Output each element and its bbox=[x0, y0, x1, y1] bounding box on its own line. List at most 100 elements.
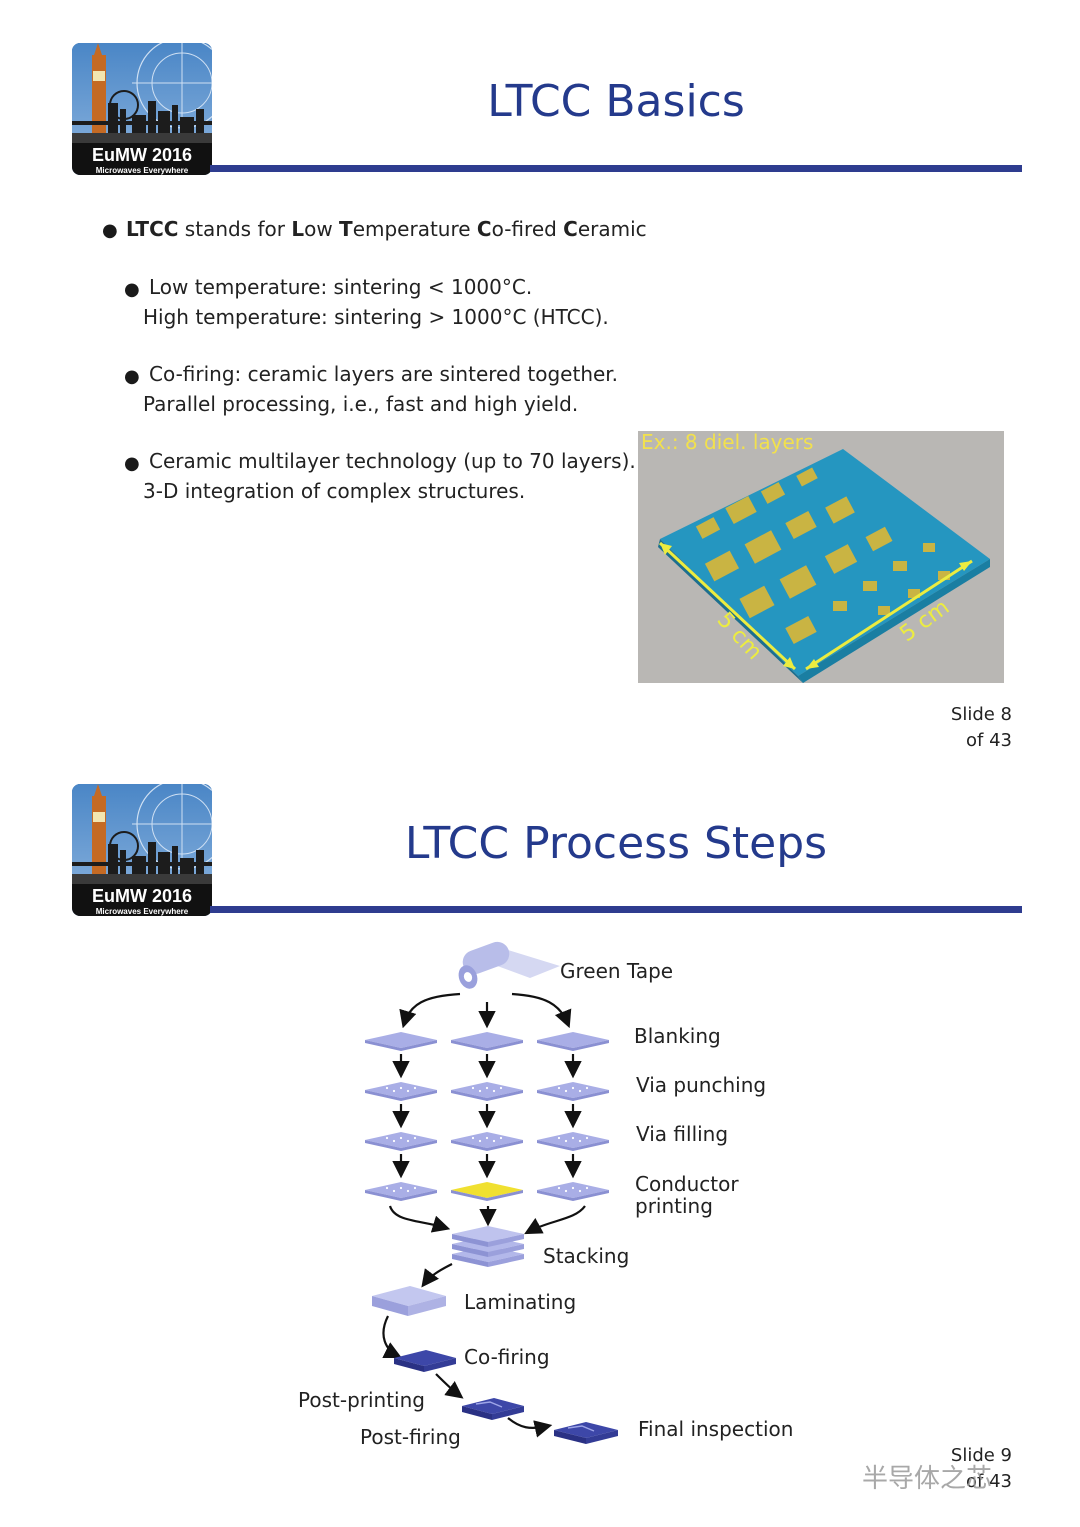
slide-ltcc-basics: EuMW 2016 Microwaves Everywhere LTCC Bas… bbox=[72, 43, 1022, 754]
via-hole bbox=[578, 1139, 582, 1143]
photo-caption: Ex.: 8 diel. layers bbox=[641, 430, 814, 454]
bold-letter: C bbox=[476, 217, 492, 241]
text-part: stands for bbox=[178, 217, 292, 241]
tape-tile bbox=[365, 1032, 437, 1048]
tape-tile bbox=[537, 1032, 609, 1048]
sub-bullet-low-temperature: Low temperature: sintering < 1000°C. Hig… bbox=[143, 272, 609, 332]
via-hole bbox=[492, 1139, 496, 1143]
tape-tile-edge bbox=[537, 1140, 609, 1151]
bullet-line: Parallel processing, i.e., fast and high… bbox=[143, 392, 579, 416]
slide-number-line: Slide 8 bbox=[950, 704, 1012, 725]
via-hole bbox=[557, 1136, 561, 1140]
tape-tile bbox=[451, 1132, 523, 1148]
step-via-filling: Via filling bbox=[636, 1122, 729, 1146]
bullet-dot: ● bbox=[124, 366, 140, 387]
sub-bullet-multilayer: Ceramic multilayer technology (up to 70 … bbox=[143, 446, 636, 506]
via-hole bbox=[406, 1189, 410, 1193]
logo-title: EuMW 2016 bbox=[91, 886, 193, 906]
via-hole bbox=[413, 1186, 417, 1190]
laminated-block-icon bbox=[372, 1286, 446, 1316]
bullet-dot: ● bbox=[124, 453, 140, 474]
via-hole bbox=[413, 1086, 417, 1090]
title-underline bbox=[210, 165, 1022, 172]
tape-tile bbox=[365, 1182, 437, 1198]
green-tape-roll-icon bbox=[458, 941, 560, 989]
tape-tile-edge bbox=[451, 1040, 523, 1051]
printed-tape-tile bbox=[451, 1182, 523, 1198]
eumw-logo: EuMW 2016 Microwaves Everywhere bbox=[72, 43, 212, 175]
via-hole bbox=[385, 1186, 389, 1190]
via-hole bbox=[585, 1186, 589, 1190]
tape-tile-edge bbox=[365, 1040, 437, 1051]
bold-letter: C bbox=[563, 217, 578, 241]
logo-band bbox=[72, 143, 212, 175]
tape-tile-edge bbox=[537, 1040, 609, 1051]
bullet-dot: ● bbox=[124, 279, 140, 300]
watermark-text: 半导体之芯 bbox=[862, 1464, 993, 1494]
step-final-inspection: Final inspection bbox=[638, 1417, 794, 1441]
via-hole bbox=[585, 1136, 589, 1140]
step-via-punching: Via punching bbox=[636, 1073, 767, 1097]
tape-tile-edge bbox=[365, 1140, 437, 1151]
via-hole bbox=[399, 1086, 403, 1090]
logo-subtitle: Microwaves Everywhere bbox=[95, 907, 189, 916]
step-post-printing: Post-printing bbox=[298, 1388, 425, 1412]
ltcc-board-photo: 5 cm 5 cm bbox=[638, 431, 1004, 683]
tape-tile-edge bbox=[451, 1090, 523, 1101]
step-printing-line: printing bbox=[635, 1194, 713, 1218]
bold-letter: L bbox=[291, 217, 305, 241]
via-hole bbox=[392, 1189, 396, 1193]
via-hole bbox=[392, 1139, 396, 1143]
tape-tile bbox=[537, 1132, 609, 1148]
slide-number-line: Slide 9 bbox=[950, 1445, 1012, 1466]
step-conductor-line: Conductor bbox=[635, 1172, 739, 1196]
main-bullet: LTCC stands for Low Temperature Co-fired… bbox=[126, 214, 647, 244]
tape-tile bbox=[537, 1182, 609, 1198]
slide-title: LTCC Process Steps bbox=[404, 818, 828, 869]
bullet-line: Co-firing: ceramic layers are sintered t… bbox=[149, 362, 619, 386]
step-green-tape: Green Tape bbox=[560, 959, 674, 983]
via-hole bbox=[399, 1136, 403, 1140]
slide-total-line: of 43 bbox=[966, 730, 1012, 751]
bullet-line: 3-D integration of complex structures. bbox=[143, 479, 526, 503]
via-hole bbox=[564, 1189, 568, 1193]
stack-icon bbox=[452, 1226, 524, 1267]
slide-number: Slide 9 of 43 bbox=[951, 1443, 1012, 1495]
final-substrate-icon bbox=[554, 1422, 618, 1444]
post-printed-substrate-icon bbox=[462, 1398, 524, 1420]
tape-tile bbox=[365, 1082, 437, 1098]
tape-tile-edge bbox=[537, 1090, 609, 1101]
via-hole bbox=[406, 1089, 410, 1093]
via-hole bbox=[385, 1086, 389, 1090]
text-part: eramic bbox=[577, 217, 647, 241]
tape-tile-edge bbox=[451, 1140, 523, 1151]
via-hole bbox=[499, 1086, 503, 1090]
step-stacking: Stacking bbox=[543, 1244, 630, 1268]
via-hole bbox=[578, 1089, 582, 1093]
tape-tile bbox=[365, 1132, 437, 1148]
tape-tile-edge bbox=[365, 1190, 437, 1201]
via-hole bbox=[485, 1086, 489, 1090]
step-co-firing: Co-firing bbox=[464, 1345, 550, 1369]
slide-number: Slide 8 of 43 bbox=[951, 702, 1012, 754]
logo-title: EuMW 2016 bbox=[91, 145, 193, 165]
bold-letter: T bbox=[339, 217, 353, 241]
via-hole bbox=[471, 1136, 475, 1140]
tape-tile bbox=[451, 1032, 523, 1048]
bold-ltcc: LTCC bbox=[126, 217, 179, 241]
step-blanking: Blanking bbox=[634, 1024, 721, 1048]
tape-tile-edge bbox=[537, 1190, 609, 1201]
logo-band bbox=[72, 884, 212, 916]
tape-tile bbox=[537, 1082, 609, 1098]
via-hole bbox=[585, 1086, 589, 1090]
via-hole bbox=[392, 1089, 396, 1093]
slide-ltcc-process-steps: EuMW 2016 Microwaves Everywhere LTCC Pro… bbox=[0, 770, 1080, 1527]
via-hole bbox=[564, 1089, 568, 1093]
bullet-dot: ● bbox=[102, 220, 118, 241]
step-post-firing: Post-firing bbox=[360, 1425, 461, 1449]
title-underline bbox=[210, 906, 1022, 913]
via-hole bbox=[571, 1136, 575, 1140]
process-flow-diagram bbox=[365, 941, 618, 1444]
text-part: o-fired bbox=[491, 217, 564, 241]
via-hole bbox=[571, 1186, 575, 1190]
